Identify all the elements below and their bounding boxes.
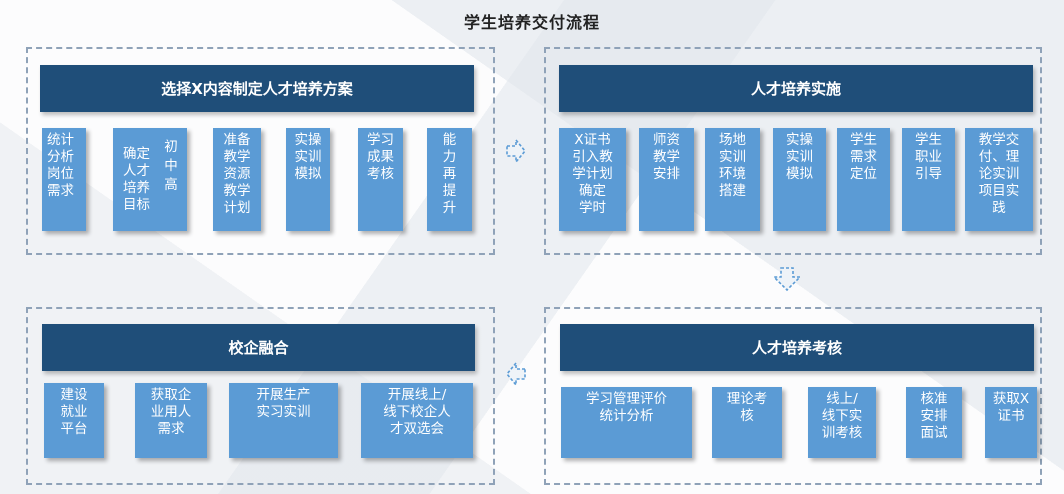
group-plan	[26, 47, 495, 255]
card-enterprise-demand: 获取企 业用人 需求	[135, 383, 207, 458]
card-obtain-cert: 获取X 证书	[985, 387, 1037, 458]
group-integration	[26, 307, 495, 485]
card-level-label: 初 中 高	[164, 139, 178, 193]
card-teaching-delivery: 教学交 付、理 论实训 项目实 践	[965, 128, 1033, 231]
card-prepare-resources: 准备 教学 资源 教学 计划	[213, 128, 261, 231]
card-cert-plan: X证书 引入教 学计划 确定 学时	[559, 128, 626, 231]
card-career-guide: 学生 职业 引导	[902, 128, 955, 231]
card-job-fair: 开展线上/ 线下校企人 才双选会	[361, 383, 473, 458]
diagram-title: 学生培养交付流程	[463, 13, 600, 32]
group-implement	[544, 47, 1042, 255]
group-plan-heading: 选择X内容制定人才培养方案	[40, 65, 474, 112]
card-site-setup: 场地 实训 环境 搭建	[705, 128, 760, 231]
card-practice-sim: 实操 实训 模拟	[286, 128, 330, 231]
card-employment-platform: 建设 就业 平台	[44, 383, 104, 458]
card-ability-improve: 能 力 再 提 升	[427, 128, 472, 231]
card-theory-exam: 理论考 核	[712, 387, 782, 458]
group-evaluation-heading: 人才培养考核	[560, 324, 1034, 371]
card-internship: 开展生产 实习实训	[229, 383, 338, 458]
card-student-needs: 学生 需求 定位	[837, 128, 890, 231]
arrow-left-icon	[505, 361, 526, 387]
group-implement-heading: 人才培养实施	[559, 65, 1033, 112]
arrow-down-icon	[772, 267, 802, 292]
card-assessment: 学习 成果 考核	[358, 128, 403, 231]
card-learning-analytics: 学习管理评价 统计分析	[561, 387, 692, 458]
card-analyze-demand: 统计 分析 岗位 需求	[42, 128, 86, 231]
card-practical-exam: 线上/ 线下实 训考核	[808, 387, 876, 458]
group-integration-heading: 校企融合	[42, 324, 475, 371]
card-interview: 核准 安排 面试	[906, 387, 962, 458]
card-define-goal: 确定 人才 培养 目标	[113, 128, 187, 231]
card-teacher-arrange: 师资 教学 安排	[639, 128, 694, 231]
card-practice-sim-2: 实操 实训 模拟	[773, 128, 826, 231]
arrow-right-icon	[506, 138, 527, 164]
group-evaluation	[544, 307, 1042, 485]
